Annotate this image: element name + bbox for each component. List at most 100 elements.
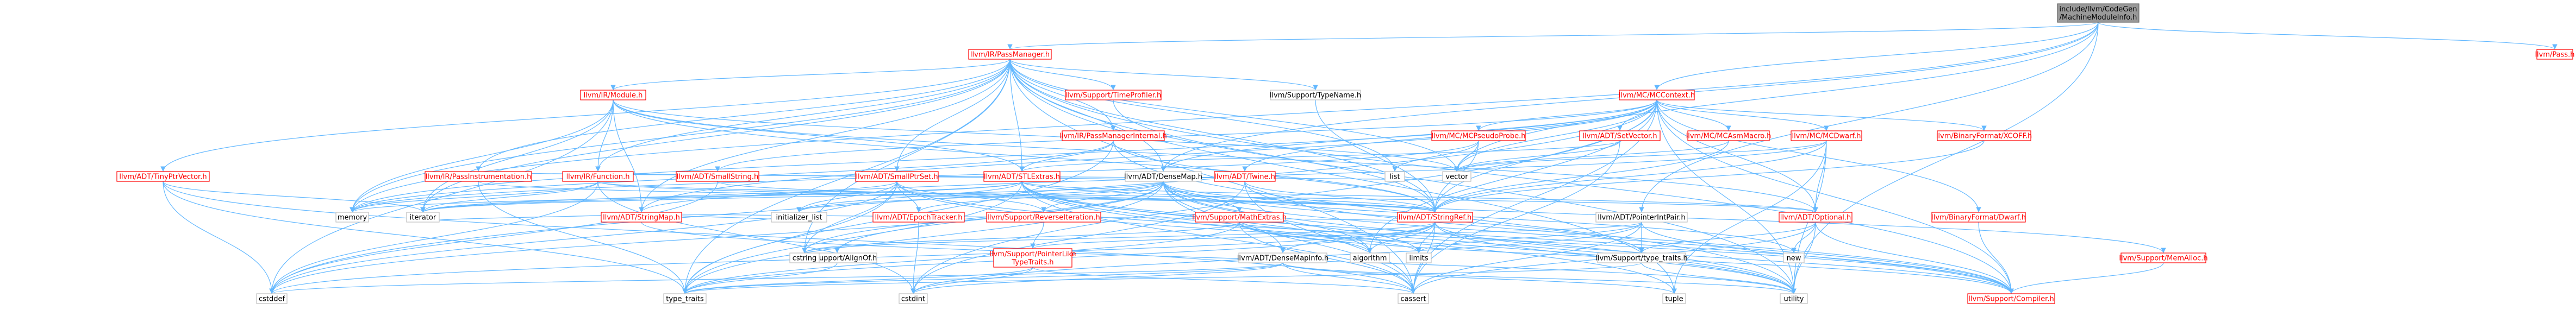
node-cstddef: cstddef bbox=[256, 293, 288, 304]
edge-module-to-stlextras bbox=[613, 99, 1025, 172]
node-utility: utility bbox=[1780, 293, 1808, 304]
node-llvm-mc-mcpseudoprobe-h[interactable]: llvm/MC/MCPseudoProbe.h bbox=[1431, 130, 1526, 141]
node-llvm-adt-epochtracker-h[interactable]: llvm/ADT/EpochTracker.h bbox=[872, 212, 965, 223]
node-label: llvm/ADT/TinyPtrVector.h bbox=[119, 173, 207, 181]
edge-setvector-to-vector bbox=[1454, 140, 1620, 172]
node-llvm-binaryformat-xcoff-h[interactable]: llvm/BinaryFormat/XCOFF.h bbox=[1936, 130, 2032, 141]
node-label: llvm/Support/TypeName.h bbox=[1270, 92, 1361, 100]
node-llvm-adt-densemap-h: llvm/ADT/DenseMap.h bbox=[1124, 171, 1202, 182]
node-algorithm: algorithm bbox=[1350, 252, 1390, 263]
node-llvm-ir-module-h[interactable]: llvm/IR/Module.h bbox=[580, 90, 646, 100]
node-llvm-ir-passmanager-h[interactable]: llvm/IR/PassManager.h bbox=[968, 49, 1052, 60]
node-label: limits bbox=[1409, 255, 1429, 263]
node-llvm-support-memalloc-h[interactable]: llvm/Support/MemAlloc.h bbox=[2119, 252, 2208, 263]
node-llvm-support-mathextras-h[interactable]: llvm/Support/MathExtras.h bbox=[1192, 212, 1287, 223]
edge-densemap-to-reverseiteration bbox=[1041, 181, 1164, 213]
node-box bbox=[899, 293, 928, 304]
edge-mccontext-to-mcasmmacro bbox=[1656, 99, 1731, 131]
node-label: /MachineModuleInfo.h bbox=[2060, 14, 2137, 22]
edge-mccontext-to-smallstring bbox=[715, 99, 1657, 172]
node-tuple: tuple bbox=[1662, 293, 1686, 304]
edge-typetraits-to-utility bbox=[1641, 262, 1797, 294]
node-llvm-ir-function-h[interactable]: llvm/IR/Function.h bbox=[562, 171, 634, 182]
node-llvm-ir-passmanagerinternal-h[interactable]: llvm/IR/PassManagerInternal.h bbox=[1059, 130, 1167, 141]
edge-passmanager-to-iterator bbox=[420, 59, 1011, 213]
node-llvm-adt-optional-h[interactable]: llvm/ADT/Optional.h bbox=[1779, 212, 1853, 223]
node-box bbox=[1406, 252, 1432, 263]
node-llvm-ir-passinstrumentation-h[interactable]: llvm/IR/PassInstrumentation.h bbox=[425, 171, 532, 182]
edge-setvector-to-stlextras bbox=[1019, 140, 1620, 172]
edge-mcdwarf-to-stringref bbox=[1432, 140, 1827, 213]
node-llvm-mc-mcasmmacro-h[interactable]: llvm/MC/MCAsmMacro.h bbox=[1686, 130, 1772, 141]
node-label: llvm/ADT/Twine.h bbox=[1214, 173, 1275, 181]
node-box bbox=[256, 293, 288, 304]
edge-mcdwarf-to-vector bbox=[1454, 140, 1827, 172]
node-box bbox=[2536, 49, 2573, 60]
edge-mcdwarf-to-tuple bbox=[1671, 140, 1827, 294]
node-llvm-adt-setvector-h[interactable]: llvm/ADT/SetVector.h bbox=[1579, 130, 1661, 141]
edge-mcasmmacro-to-stringref bbox=[1432, 140, 1729, 213]
edge-passmanager-to-function bbox=[595, 59, 1011, 172]
edge-pointerliketypetraits-to-cassert bbox=[1032, 267, 1416, 294]
edge-mccontext-to-binaryformatdwarf bbox=[1656, 99, 1981, 213]
edge-passmanager-to-smallptrset bbox=[894, 59, 1011, 172]
node-llvm-adt-stringref-h[interactable]: llvm/ADT/StringRef.h bbox=[1397, 212, 1473, 223]
edge-root-to-utility bbox=[1791, 22, 2099, 294]
node-label: llvm/Support/type_traits.h bbox=[1595, 255, 1688, 263]
node-llvm-support-timeprofiler-h[interactable]: llvm/Support/TimeProfiler.h bbox=[1065, 90, 1162, 100]
node-llvm-support-type-traits-h: llvm/Support/type_traits.h bbox=[1595, 252, 1688, 263]
edge-stlextras-to-utility bbox=[1021, 181, 1797, 294]
edge-passmanager-to-module bbox=[610, 59, 1011, 91]
node-cassert: cassert bbox=[1398, 293, 1429, 304]
node-new: new bbox=[1783, 252, 1805, 263]
node-include-llvm-codegen-machinemoduleinfo-h[interactable]: include/llvm/CodeGen/MachineModuleInfo.h bbox=[2057, 3, 2140, 23]
node-iterator: iterator bbox=[406, 212, 440, 223]
node-llvm-mc-mccontext-h[interactable]: llvm/MC/MCContext.h bbox=[1619, 90, 1695, 100]
edge-module-to-stringref bbox=[613, 99, 1438, 213]
node-initializer-list: initializer_list bbox=[771, 212, 827, 223]
edge-pointerintpair-to-compiler bbox=[1641, 222, 2014, 294]
edge-passmanager-to-cassert bbox=[1009, 59, 1416, 294]
edge-passmanager-to-typename bbox=[1009, 59, 1318, 91]
node-label: vector bbox=[1445, 173, 1468, 181]
node-label: cassert bbox=[1400, 295, 1426, 304]
node-box bbox=[1214, 171, 1276, 182]
node-llvm-adt-smallstring-h[interactable]: llvm/ADT/SmallString.h bbox=[676, 171, 759, 182]
node-llvm-support-compiler-h[interactable]: llvm/Support/Compiler.h bbox=[1967, 293, 2055, 304]
node-llvm-pass-h[interactable]: llvm/Pass.h bbox=[2535, 49, 2575, 60]
node-llvm-adt-stlextras-h[interactable]: llvm/ADT/STLExtras.h bbox=[983, 171, 1061, 182]
node-llvm-adt-twine-h[interactable]: llvm/ADT/Twine.h bbox=[1214, 171, 1276, 182]
node-llvm-adt-stringmap-h[interactable]: llvm/ADT/StringMap.h bbox=[601, 212, 682, 223]
node-vector: vector bbox=[1442, 171, 1471, 182]
node-box bbox=[1062, 130, 1165, 141]
node-label: llvm/IR/Module.h bbox=[584, 92, 643, 100]
node-label: algorithm bbox=[1353, 255, 1387, 263]
node-box bbox=[562, 171, 634, 182]
node-label: llvm/ADT/SmallPtrSet.h bbox=[856, 173, 938, 181]
node-llvm-binaryformat-dwarf-h[interactable]: llvm/BinaryFormat/Dwarf.h bbox=[1931, 212, 2026, 223]
edge-passmanager-to-stringmap bbox=[639, 59, 1011, 213]
node-llvm-adt-tinyptrvector-h[interactable]: llvm/ADT/TinyPtrVector.h bbox=[116, 171, 210, 182]
node-label: type_traits bbox=[666, 295, 704, 304]
node-label: llvm/Pass.h bbox=[2535, 51, 2574, 59]
node-llvm-mc-mcdwarf-h[interactable]: llvm/MC/MCDwarf.h bbox=[1791, 130, 1862, 141]
edge-passmanager-to-timeprofiler bbox=[1009, 59, 1116, 91]
node-limits: limits bbox=[1406, 252, 1432, 263]
edge-densemapinfo-to-cstdint bbox=[910, 262, 1283, 294]
node-llvm-adt-smallptrset-h[interactable]: llvm/ADT/SmallPtrSet.h bbox=[855, 171, 939, 182]
edge-passmanager-to-stringref bbox=[1009, 59, 1438, 213]
node-box bbox=[663, 293, 707, 304]
node-box bbox=[1442, 171, 1471, 182]
node-box bbox=[1270, 90, 1361, 100]
node-llvm-support-reverseiteration-h[interactable]: llvm/Support/ReverseIteration.h bbox=[986, 212, 1101, 223]
node-label: llvm/Support/PointerLike bbox=[989, 250, 1076, 258]
edge-stringref-to-densemapinfo bbox=[1280, 222, 1436, 254]
node-label: llvm/ADT/SetVector.h bbox=[1582, 132, 1657, 141]
node-box bbox=[1597, 252, 1686, 263]
node-box bbox=[968, 49, 1052, 60]
node-box bbox=[1238, 252, 1327, 263]
node-box bbox=[335, 212, 369, 223]
edge-passmanager-to-vector bbox=[1009, 59, 1459, 172]
node-label: llvm/Support/TimeProfiler.h bbox=[1065, 92, 1162, 100]
